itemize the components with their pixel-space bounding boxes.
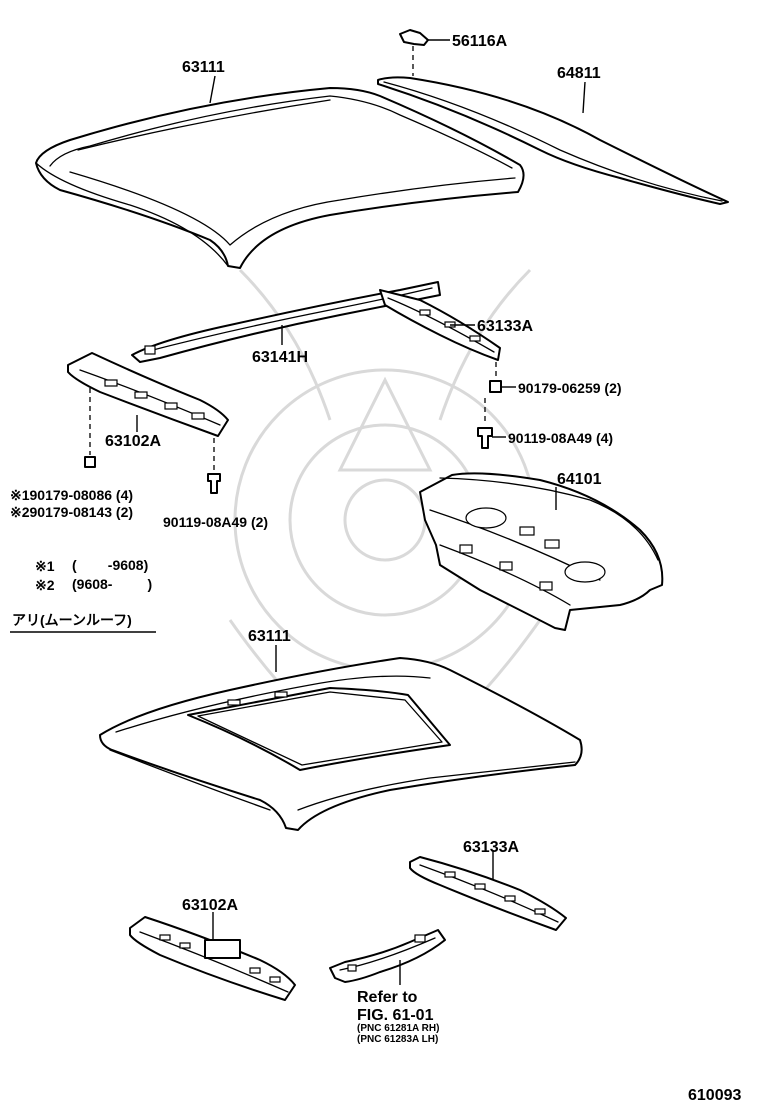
label-rear-header-lower: 63133A (463, 839, 519, 856)
label-front-header-lower: 63102A (182, 897, 238, 914)
ref-line2: FIG. 61-01 (357, 1007, 434, 1024)
note2-mark: ※2 (35, 577, 55, 593)
clip-part (399, 29, 450, 76)
note1-range: ( -9608) (72, 557, 148, 573)
label-note2-part: ※290179-08143 (2) (10, 504, 133, 520)
roof-panel-top (35, 87, 525, 269)
leader-weatherstrip (582, 81, 586, 114)
front-header-panel-lower (129, 916, 296, 1001)
label-front-header: 63102A (105, 433, 161, 450)
package-tray-panel (419, 472, 664, 631)
label-roof-panel-sunroof: 63111 (248, 628, 291, 645)
ref-line1: Refer to (357, 989, 418, 1006)
leader-roof-top (209, 75, 216, 104)
label-bolt-rear: 90119-08A49 (4) (508, 430, 613, 446)
ref-line4: (PNC 61283A LH) (357, 1034, 438, 1045)
note2-range: (9608- ) (72, 576, 152, 592)
label-bolt-front: 90119-08A49 (2) (163, 514, 268, 530)
ref-line3: (PNC 61281A RH) (357, 1023, 439, 1034)
label-back-window-weatherstrip: 64811 (557, 65, 601, 82)
figure-number: 610093 (688, 1087, 741, 1104)
rear-header-panel-lower (409, 856, 567, 931)
roof-panel-sunroof (99, 657, 583, 831)
back-window-moulding (377, 76, 729, 205)
label-rear-header: 63133A (477, 318, 533, 335)
label-nut-rear: 90179-06259 (2) (518, 380, 622, 396)
roof-side-inner-panel (131, 281, 441, 363)
label-roof-panel-top: 63111 (182, 59, 225, 76)
label-note1-part: ※190179-08086 (4) (10, 487, 133, 503)
note1-mark: ※1 (35, 558, 55, 574)
label-package-tray: 64101 (557, 471, 602, 488)
label-clip: 56116A (452, 33, 508, 50)
rear-fasteners (477, 362, 516, 449)
label-roof-side-inner: 63141H (252, 349, 308, 366)
sunroof-side-bracket (329, 929, 446, 985)
front-fasteners (84, 388, 221, 494)
moonroof-heading: アリ(ムーンルーフ) (12, 612, 132, 628)
front-header-panel (67, 352, 229, 437)
